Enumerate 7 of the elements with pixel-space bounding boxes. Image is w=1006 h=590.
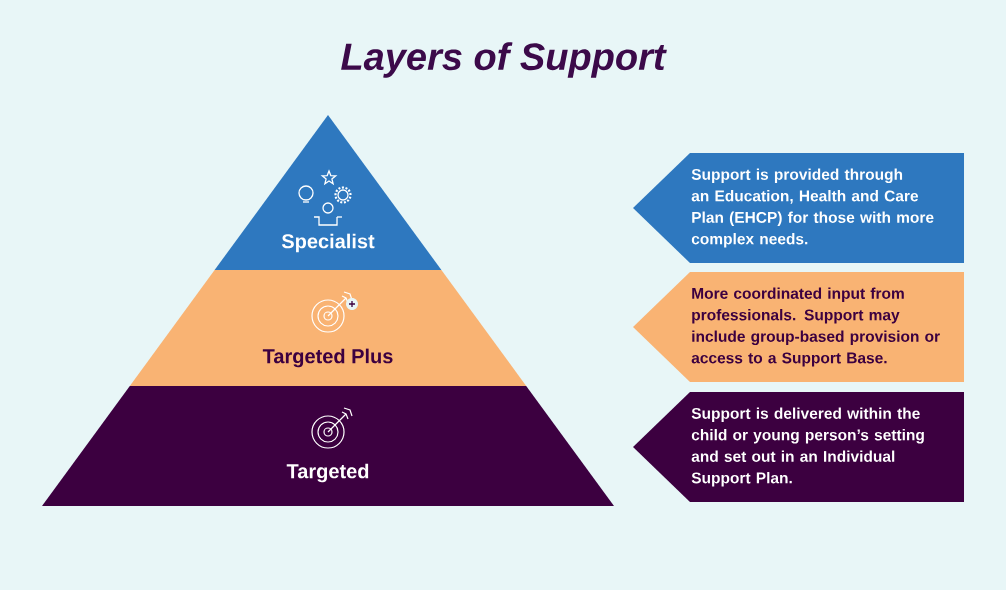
pyramid-tier: Targeted <box>42 386 614 506</box>
arrow-callout-box: Support is delivered within the child or young person’s setting and set out in an Individual Support Plan. <box>633 392 964 502</box>
pyramid-tier: Targeted Plus <box>129 270 527 386</box>
pyramid-tier: Specialist <box>214 115 442 270</box>
arrow-callout-box: More coordinated input from professionals. Support may include group-based provision or access to a Support Base. <box>633 272 964 382</box>
arrow-callout-box: Support is provided through an Education, Health and Care Plan (EHCP) for those with more complex needs. <box>633 153 964 263</box>
title: Layers of Support <box>341 42 667 78</box>
